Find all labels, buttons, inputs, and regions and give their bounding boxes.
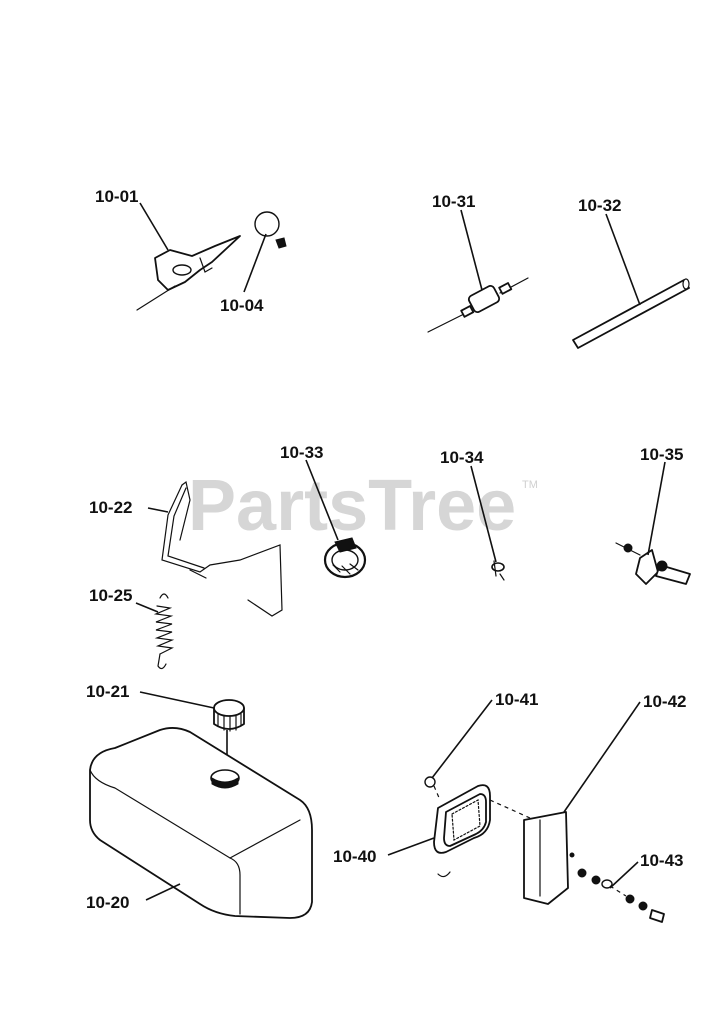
part-10-04-knob[interactable] [254,211,287,249]
callout-10-41: 10-41 [495,690,538,709]
watermark-text: PartsTree [188,466,516,546]
part-10-34-clip[interactable] [491,560,505,581]
part-10-35-cable-clamp[interactable] [615,542,691,585]
callout-10-35: 10-35 [640,445,683,464]
callout-10-04: 10-04 [220,296,264,315]
part-10-01-bracket[interactable] [136,235,241,311]
callout-10-01: 10-01 [95,187,138,206]
callout-10-32: 10-32 [578,196,621,215]
callout-10-31: 10-31 [432,192,475,211]
part-10-33-hose-clamp[interactable] [323,537,367,579]
part-10-21-fuel-cap[interactable] [213,699,245,732]
part-10-40-mount[interactable] [433,784,531,878]
callout-10-33: 10-33 [280,443,323,462]
callout-10-34: 10-34 [440,448,484,467]
callout-10-40: 10-40 [333,847,376,866]
callout-10-42: 10-42 [643,692,686,711]
callout-10-43: 10-43 [640,851,683,870]
part-10-43-hardware[interactable] [577,868,665,923]
part-10-41-grommet[interactable] [424,776,436,788]
part-10-20-fuel-tank[interactable] [89,727,313,919]
callout-10-22: 10-22 [89,498,132,517]
part-10-25-spring[interactable] [153,593,175,670]
callout-10-20: 10-20 [86,893,129,912]
part-10-42-bracket-plate[interactable] [523,811,575,905]
watermark-trademark: TM [522,479,538,491]
part-10-31-fuel-filter[interactable] [427,277,529,333]
callout-10-21: 10-21 [86,682,129,701]
part-10-22-wire-rod[interactable] [161,480,283,617]
callout-10-25: 10-25 [89,586,132,605]
part-10-32-fuel-line[interactable] [572,278,690,349]
